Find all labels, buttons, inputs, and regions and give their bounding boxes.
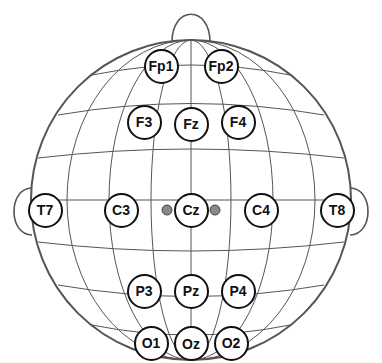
electrode-circle: Oz — [174, 326, 209, 361]
electrode-label: Oz — [182, 337, 200, 351]
electrode-circle: Cz — [174, 193, 209, 228]
reference-dot — [210, 205, 220, 215]
electrode-circle: P4 — [221, 274, 256, 309]
electrode-label: P4 — [229, 284, 246, 298]
electrode-label: Pz — [183, 284, 199, 298]
electrode-label: Cz — [182, 203, 199, 217]
electrode-circle: C3 — [104, 193, 139, 228]
electrode-circle: F4 — [221, 105, 256, 140]
electrode-circle: F3 — [127, 105, 162, 140]
nose — [172, 14, 210, 42]
electrode-label: Fz — [183, 117, 199, 131]
electrode-label: C3 — [112, 203, 130, 217]
reference-dot — [162, 205, 172, 215]
electrode-circle: T8 — [320, 193, 355, 228]
grid-line — [38, 149, 344, 158]
head-circle — [31, 40, 351, 360]
electrode-label: O1 — [142, 336, 161, 350]
electrode-circle: Pz — [174, 274, 209, 309]
grid-line — [38, 242, 344, 251]
electrode-circle: Fz — [174, 107, 209, 142]
electrode-circle: Fp1 — [144, 49, 179, 84]
electrode-label: Fp1 — [149, 59, 174, 73]
electrode-circle: P3 — [127, 274, 162, 309]
electrode-label: O2 — [222, 336, 241, 350]
electrode-circle: O1 — [134, 326, 169, 361]
electrode-label: T8 — [329, 203, 345, 217]
electrode-circle: O2 — [214, 326, 249, 361]
electrode-circle: T7 — [28, 193, 63, 228]
electrode-label: C4 — [252, 203, 270, 217]
electrode-label: Fp2 — [209, 59, 234, 73]
electrode-label: T7 — [37, 203, 53, 217]
electrode-circle: C4 — [244, 193, 279, 228]
electrode-label: F4 — [230, 115, 246, 129]
electrode-label: F3 — [136, 115, 152, 129]
electrode-label: P3 — [135, 284, 152, 298]
electrode-circle: Fp2 — [204, 49, 239, 84]
grid-line — [92, 65, 290, 75]
